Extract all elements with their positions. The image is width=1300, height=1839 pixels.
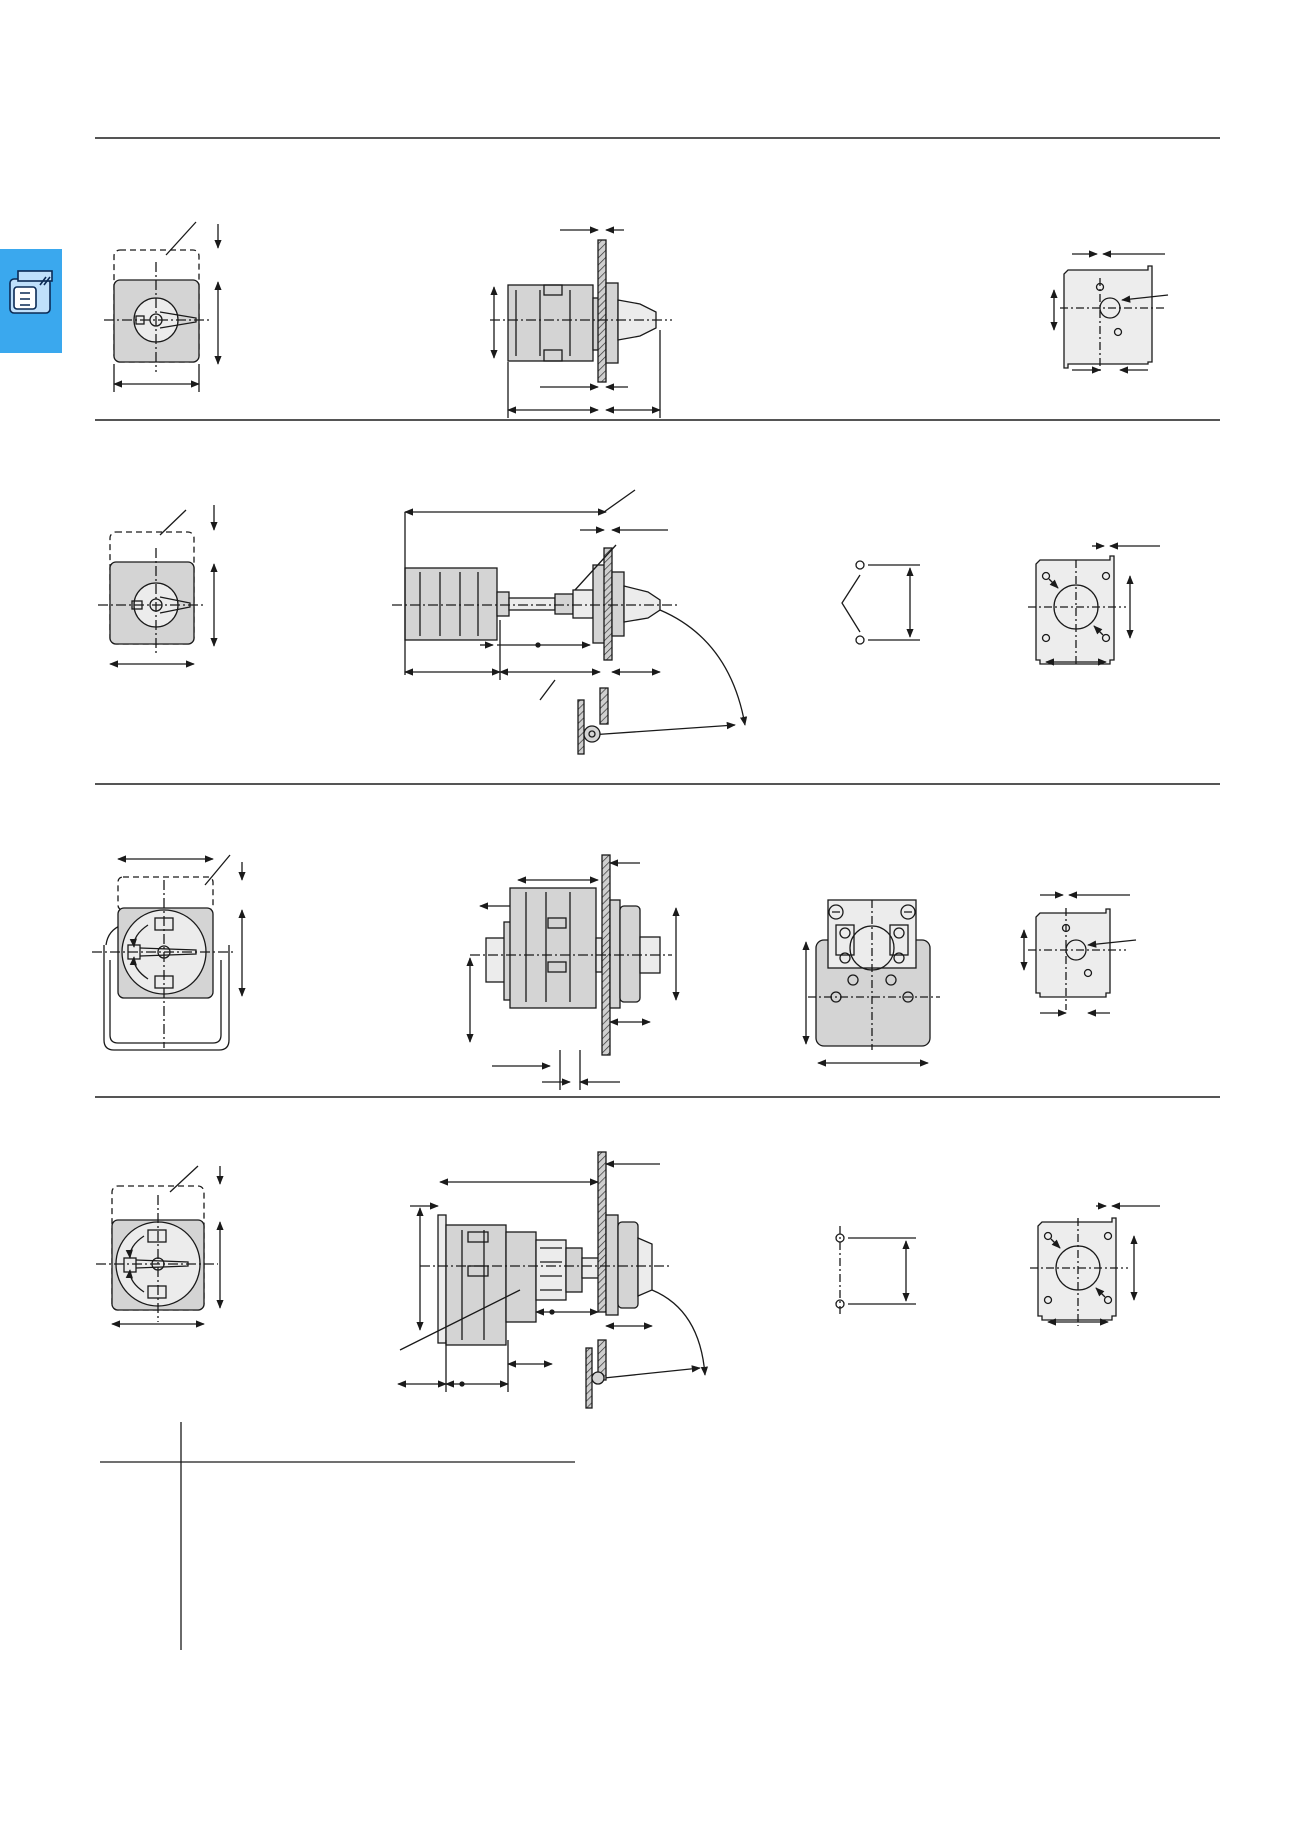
rotary-switch-icon (9, 270, 53, 314)
row-3-side-view (466, 854, 680, 1090)
bottom-table-frame (100, 1422, 575, 1650)
row-1-panel-cutout (1050, 250, 1169, 374)
row-3-front-view-padlock-handle (92, 854, 246, 1051)
side-tab (0, 249, 62, 353)
row-4-hole-pattern (835, 1226, 916, 1316)
row-1 (104, 221, 1169, 418)
row-3 (92, 854, 1137, 1090)
row-4-panel-cutout (1030, 1202, 1160, 1326)
row-4-front-view (96, 1165, 224, 1328)
row-2-side-view-extended-shaft (392, 489, 748, 755)
row-2 (98, 489, 1160, 755)
section-rules (95, 137, 1220, 1098)
row-1-front-view (104, 221, 222, 392)
row-2-panel-cutout (1028, 542, 1160, 666)
row-4-side-view-extended-shaft (397, 1151, 708, 1409)
row-4 (96, 1151, 1160, 1409)
row-2-front-view (98, 505, 218, 668)
row-3-panel-cutout (1020, 891, 1137, 1017)
row-1-side-view (490, 226, 672, 418)
row-3-rear-terminal-view (802, 899, 940, 1067)
row-2-hole-pattern (841, 560, 920, 645)
